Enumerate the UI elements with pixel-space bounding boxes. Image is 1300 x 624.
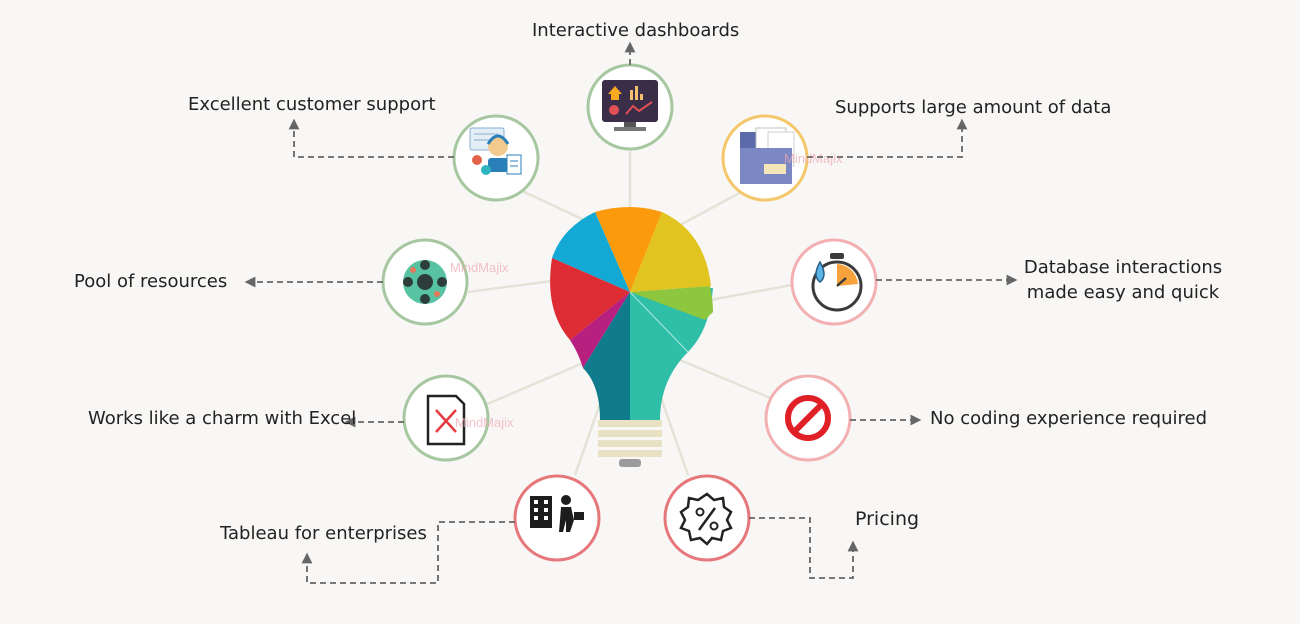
dashboard-icon — [602, 80, 658, 131]
bulb-slice-red — [550, 258, 630, 340]
bulb-slice-teal-lower — [630, 292, 688, 420]
label-large-data: Supports large amount of data — [835, 97, 1112, 118]
support-agent-icon — [469, 127, 522, 175]
discount-badge-icon — [679, 492, 733, 546]
label-no-coding: No coding experience required — [930, 408, 1207, 429]
arrow-large-data — [807, 118, 968, 158]
bulb-slice-darkteal — [583, 292, 630, 420]
bulb-base-band-3 — [598, 440, 662, 447]
bulb-slice-green — [630, 286, 713, 320]
network-resources-icon — [403, 260, 447, 304]
bulb-base-band-4 — [598, 450, 662, 457]
bulb-tip — [619, 459, 641, 467]
watermark-2: MindMajix — [450, 260, 509, 275]
stopwatch-icon — [811, 253, 863, 312]
lightbulb — [550, 207, 713, 467]
label-pricing: Pricing — [855, 508, 920, 530]
label-database: Database interactions made easy and quic… — [1012, 255, 1234, 305]
folder-icon — [740, 127, 795, 184]
prohibited-icon — [785, 395, 831, 441]
enterprise-building-icon — [530, 495, 584, 532]
bulb-base-band-1 — [598, 420, 662, 427]
dashed-arrows — [244, 41, 1018, 584]
bulb-slice-magenta — [570, 292, 630, 368]
label-database-line2: made easy and quick — [1026, 282, 1220, 303]
bulb-divider — [629, 291, 689, 353]
bulb-slice-yellow — [630, 212, 711, 292]
bulb-slice-blue — [552, 212, 630, 292]
label-enterprises: Tableau for enterprises — [220, 523, 427, 544]
arrow-enterprises — [301, 521, 515, 584]
watermark-1: MindMajix — [784, 151, 843, 166]
arrow-support — [288, 118, 454, 158]
bulb-slice-orange — [595, 207, 662, 292]
bulb-base-band-2 — [598, 430, 662, 437]
excel-document-icon — [426, 394, 466, 446]
watermark-3: MindMajix — [455, 415, 514, 430]
label-pool-resources: Pool of resources — [74, 271, 228, 292]
label-customer-support: Excellent customer support — [188, 94, 436, 115]
label-database-line1: Database interactions — [1023, 257, 1223, 278]
arrow-pricing — [749, 517, 859, 579]
circle-enterprises — [513, 474, 601, 562]
label-excel: Works like a charm with Excel — [88, 408, 357, 429]
label-interactive-dashboards: Interactive dashboards — [532, 20, 740, 41]
